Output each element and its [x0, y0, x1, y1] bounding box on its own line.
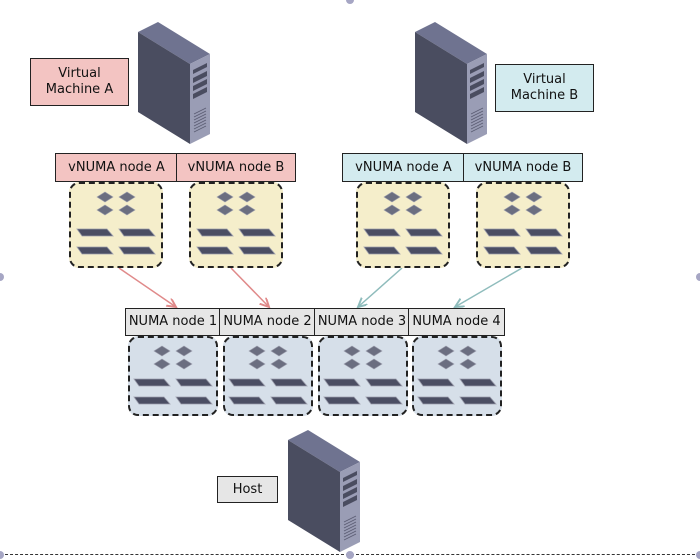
vm-b-label-line2: Machine B — [510, 88, 579, 103]
arrow-vmb-node-b-to-numa-4 — [455, 267, 523, 307]
memory-module-icon — [133, 378, 171, 387]
memory-module-icon — [365, 378, 403, 387]
cpu-chip-icon — [175, 358, 193, 370]
cpu-chip-icon — [525, 204, 543, 216]
cpu-chip-icon — [437, 358, 455, 370]
memory-module-icon — [417, 378, 455, 387]
cpu-chip-icon — [96, 191, 114, 203]
selection-handle-bottom-right[interactable] — [696, 551, 700, 559]
cpu-chip-icon — [270, 345, 288, 357]
cpu-chip-icon — [216, 191, 234, 203]
memory-module-icon — [238, 228, 276, 237]
memory-module-icon — [196, 246, 234, 255]
memory-module-icon — [238, 246, 276, 255]
cpu-chip-icon — [459, 358, 477, 370]
memory-module-icon — [323, 396, 361, 405]
memory-module-icon — [196, 228, 234, 237]
vm-a-vnuma-node-b-label: vNUMA node B — [176, 153, 296, 182]
memory-module-icon — [363, 246, 401, 255]
numa-node-1-label: NUMA node 1 — [125, 308, 221, 336]
cpu-chip-icon — [96, 204, 114, 216]
memory-module-icon — [175, 378, 213, 387]
cpu-chip-icon — [118, 204, 136, 216]
cpu-chip-icon — [343, 345, 361, 357]
cpu-chip-icon — [405, 191, 423, 203]
cpu-chip-icon — [525, 191, 543, 203]
cpu-chip-icon — [365, 358, 383, 370]
selection-handle-top-center[interactable] — [346, 0, 354, 4]
numa-node-4-label: NUMA node 4 — [408, 308, 505, 336]
memory-module-icon — [175, 396, 213, 405]
cpu-chip-icon — [118, 191, 136, 203]
vm-a-vnuma-node-a-label: vNUMA node A — [55, 153, 178, 182]
cpu-chip-icon — [383, 204, 401, 216]
cpu-chip-icon — [405, 204, 423, 216]
vm-b-vnuma-node-a-label: vNUMA node A — [342, 153, 465, 182]
memory-module-icon — [76, 246, 114, 255]
vm-a-label-line2: Machine A — [45, 82, 114, 97]
cpu-chip-icon — [153, 345, 171, 357]
memory-module-icon — [133, 396, 171, 405]
cpu-chip-icon — [365, 345, 383, 357]
cpu-chip-icon — [459, 345, 477, 357]
selection-handle-bottom-left[interactable] — [0, 551, 4, 559]
memory-module-icon — [483, 246, 521, 255]
cpu-chip-icon — [270, 358, 288, 370]
cpu-chip-icon — [343, 358, 361, 370]
selection-handle-left-middle[interactable] — [0, 273, 4, 281]
memory-module-icon — [405, 228, 443, 237]
memory-module-icon — [417, 396, 455, 405]
vm-b-server-icon — [413, 20, 489, 145]
memory-module-icon — [525, 228, 563, 237]
memory-module-icon — [228, 378, 266, 387]
host-server-icon — [286, 428, 362, 553]
numa-node-3-label: NUMA node 3 — [314, 308, 410, 336]
arrow-vma-node-a-to-numa-1 — [118, 267, 176, 307]
cpu-chip-icon — [175, 345, 193, 357]
memory-module-icon — [323, 378, 361, 387]
selection-handle-right-middle[interactable] — [696, 273, 700, 281]
vm-b-vnuma-node-b-label: vNUMA node B — [463, 153, 583, 182]
host-label: Host — [217, 476, 278, 503]
arrow-vmb-node-a-to-numa-3 — [358, 267, 403, 307]
memory-module-icon — [365, 396, 403, 405]
vm-a-label-line1: Virtual — [58, 66, 101, 81]
memory-module-icon — [270, 396, 308, 405]
vm-b-label: Virtual Machine B — [495, 64, 594, 112]
vm-a-label: Virtual Machine A — [30, 58, 129, 106]
memory-module-icon — [363, 228, 401, 237]
memory-module-icon — [405, 246, 443, 255]
cpu-chip-icon — [216, 204, 234, 216]
cpu-chip-icon — [153, 358, 171, 370]
memory-module-icon — [228, 396, 266, 405]
numa-node-2-label: NUMA node 2 — [219, 308, 316, 336]
cpu-chip-icon — [383, 191, 401, 203]
memory-module-icon — [483, 228, 521, 237]
memory-module-icon — [118, 246, 156, 255]
cpu-chip-icon — [503, 204, 521, 216]
cpu-chip-icon — [248, 358, 266, 370]
memory-module-icon — [76, 228, 114, 237]
cpu-chip-icon — [437, 345, 455, 357]
selection-handle-bottom-center[interactable] — [346, 551, 354, 559]
cpu-chip-icon — [238, 204, 256, 216]
memory-module-icon — [118, 228, 156, 237]
arrow-vma-node-b-to-numa-2 — [230, 267, 269, 307]
cpu-chip-icon — [248, 345, 266, 357]
memory-module-icon — [525, 246, 563, 255]
vm-a-server-icon — [136, 20, 212, 145]
memory-module-icon — [459, 396, 497, 405]
cpu-chip-icon — [238, 191, 256, 203]
vm-b-label-line1: Virtual — [523, 72, 566, 87]
memory-module-icon — [459, 378, 497, 387]
cpu-chip-icon — [503, 191, 521, 203]
memory-module-icon — [270, 378, 308, 387]
